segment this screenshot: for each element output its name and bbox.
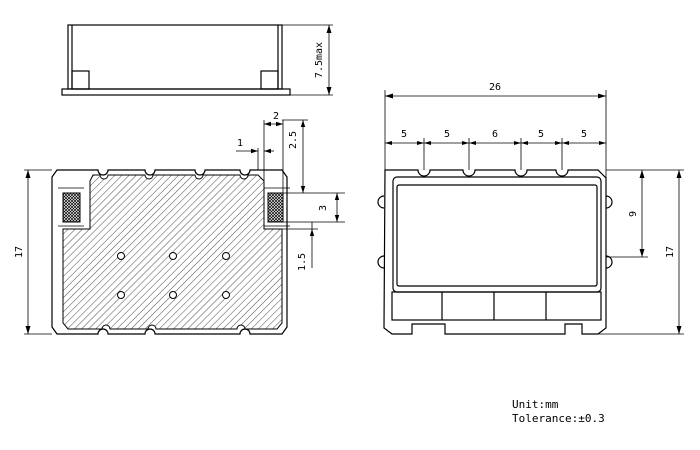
pad-gap-label: 1.5 — [297, 253, 308, 271]
bottom-view-outline — [51, 169, 288, 335]
height-max-label: 7.5max — [314, 42, 325, 78]
segment-1-label: 5 — [401, 129, 407, 140]
bottom-view: 17 1 2 2.5 3 1.5 — [14, 111, 345, 335]
segment-3-label: 6 — [492, 129, 498, 140]
segment-4-label: 5 — [538, 129, 544, 140]
pad-offset-label: 2.5 — [288, 131, 299, 149]
height-right-label: 17 — [665, 246, 676, 258]
hatched-body — [62, 174, 283, 330]
segment-5-label: 5 — [581, 129, 587, 140]
pad-height-label: 3 — [318, 205, 329, 211]
window-height-label: 9 — [628, 211, 639, 217]
side-view: 7.5max — [61, 24, 333, 96]
top-view-outline — [383, 169, 607, 335]
top-window — [396, 184, 598, 287]
top-view: 26 5 5 6 5 5 9 — [377, 82, 684, 335]
hole-markers — [117, 252, 230, 299]
left-pad — [62, 192, 81, 223]
overall-width-label: 26 — [489, 82, 501, 93]
right-pad — [267, 192, 284, 223]
tolerance-note: Tolerance:±0.3 — [512, 412, 605, 425]
pad-1-label: 1 — [237, 138, 243, 149]
unit-note: Unit:mm — [512, 398, 559, 411]
height-left-label: 17 — [14, 246, 25, 258]
segment-2-label: 5 — [444, 129, 450, 140]
pad-2-label: 2 — [273, 111, 279, 122]
